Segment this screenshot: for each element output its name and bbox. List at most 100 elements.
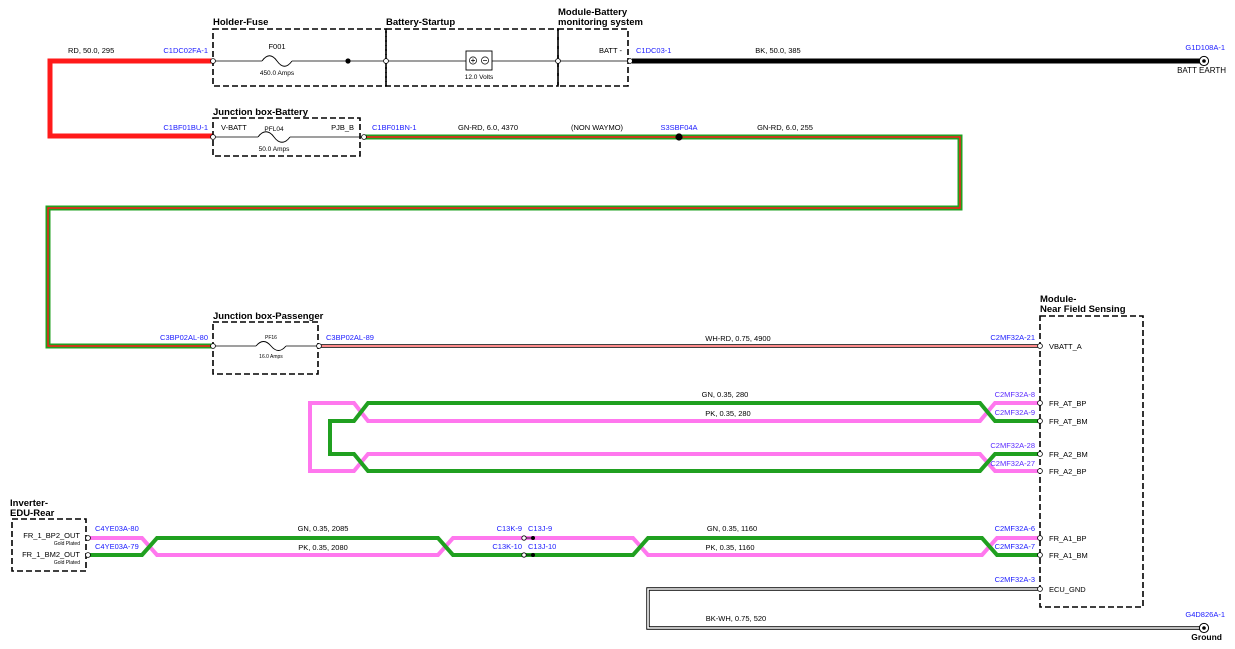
component-boxes [11, 28, 1144, 608]
nfs-box[interactable] [1039, 315, 1144, 608]
pin-c2mf32a-3[interactable] [1037, 586, 1043, 592]
conn-g1d108a-1: G1D108A-1 [1185, 43, 1225, 52]
pin-holder-right[interactable] [383, 58, 389, 64]
wire-gnrd-run-tracer [47, 136, 961, 347]
inline-c13j-9[interactable] [531, 536, 535, 540]
conn-g4d826a-1: G4D826A-1 [1185, 610, 1225, 619]
conn-c13k-9: C13K-9 [497, 524, 522, 533]
wire-label-pk-1160: PK, 0.35, 1160 [705, 543, 754, 552]
holder-fuse-box[interactable] [212, 28, 387, 87]
pin-label-fr-a1-bm: FR_A1_BM [1049, 551, 1088, 560]
wire-gnrd-run [45, 134, 963, 349]
wire-label-gn-1160: GN, 0.35, 1160 [707, 524, 757, 533]
pfl04-label: PFL04 [264, 126, 284, 133]
conn-c1dc03-1: C1DC03-1 [636, 46, 671, 55]
wire-label-gnrd-255: GN-RD, 6.0, 255 [757, 123, 813, 132]
conn-c2mf32a-9: C2MF32A-9 [995, 408, 1035, 417]
pin-c3bp02al-89[interactable] [316, 343, 322, 349]
conn-c13k-10: C13K-10 [492, 542, 522, 551]
pin-label-fr-1-bp2-out: FR_1_BP2_OUT [23, 531, 80, 540]
pin-c1bf01bu-1[interactable] [210, 134, 216, 140]
pin-label-fr-at-bp: FR_AT_BP [1049, 399, 1086, 408]
pin-label-v-batt: V-BATT [221, 123, 247, 132]
pin-label-pjb-b: PJB_B [331, 123, 354, 132]
pin-label-fr-a1-bp: FR_A1_BP [1049, 534, 1087, 543]
holder-fuse-title: Holder-Fuse [213, 17, 268, 28]
conn-c1bf01bu-1: C1BF01BU-1 [163, 123, 208, 132]
pin-c2mf32a-7[interactable] [1037, 552, 1043, 558]
pin-c2mf32a-9[interactable] [1037, 418, 1043, 424]
jb-passenger-box[interactable] [212, 321, 319, 375]
wire-label-bk-50-385: BK, 50.0, 385 [755, 46, 800, 55]
pin-c2mf32a-27[interactable] [1037, 468, 1043, 474]
pin-c2mf32a-28[interactable] [1037, 451, 1043, 457]
pin-label-vbatt-a: VBATT_A [1049, 342, 1082, 351]
wire-label-whrd-4900: WH-RD, 0.75, 4900 [705, 334, 770, 343]
wire-label-rd-50-295: RD, 50.0, 295 [68, 46, 114, 55]
pin-c3bp02al-80[interactable] [210, 343, 216, 349]
inverter-title-1: Inverter- [10, 498, 48, 509]
component-titles: Holder-Fuse Battery-Startup Module-Batte… [10, 7, 1126, 519]
pin-label-fr-1-bm2-out: FR_1_BM2_OUT [22, 550, 80, 559]
splice-dot-s3sbf04a [675, 133, 683, 141]
wire-label-bkwh-520: BK-WH, 0.75, 520 [706, 614, 766, 623]
inline-c13j-10[interactable] [531, 553, 535, 557]
pin-label-ecu-gnd: ECU_GND [1049, 585, 1086, 594]
pf16-label: PF16 [265, 335, 277, 341]
pfl04-fuse-symbol[interactable] [257, 131, 291, 143]
nfs-title-2: Near Field Sensing [1040, 304, 1126, 315]
batt-earth-label: BATT EARTH [1177, 66, 1226, 75]
conn-c13j-9: C13J-9 [528, 524, 552, 533]
wire-label-pk-280: PK, 0.35, 280 [705, 409, 750, 418]
inverter-box[interactable] [11, 518, 87, 572]
grounds: BATT EARTH Ground [1177, 55, 1226, 642]
bms-box[interactable] [557, 28, 629, 87]
battery-startup-title: Battery-Startup [386, 17, 455, 28]
wire-gn-at-a2 [328, 401, 1040, 473]
nfs-title-1: Module- [1040, 294, 1076, 305]
inline-c13k-9[interactable] [521, 535, 527, 541]
pfl04-rating: 50.0 Amps [259, 146, 290, 153]
wire-label-gn-280: GN, 0.35, 280 [702, 390, 749, 399]
connector-labels: C1DC02FA-1 C1DC03-1 G1D108A-1 C1BF01BU-1… [95, 43, 1225, 619]
battery-plus-icon [469, 56, 477, 65]
pin-label-fr-at-bm: FR_AT_BM [1049, 417, 1088, 426]
pin-c2mf32a-6[interactable] [1037, 535, 1043, 541]
pin-c2mf32a-8[interactable] [1037, 400, 1043, 406]
conn-s3sbf04a: S3SBF04A [660, 123, 697, 132]
pin-c2mf32a-21[interactable] [1037, 343, 1043, 349]
ground-label: Ground [1191, 632, 1222, 642]
pf16-fuse-symbol[interactable] [255, 341, 287, 351]
pin-c4ye03a-80[interactable] [85, 535, 91, 541]
wire-pk-at-a2 [308, 401, 1040, 473]
battery-symbol[interactable] [465, 50, 493, 71]
conn-c1dc02fa-1: C1DC02FA-1 [163, 46, 208, 55]
ground-dot [1202, 626, 1206, 630]
bms-title-2: monitoring system [558, 17, 643, 28]
conn-c2mf32a-6: C2MF32A-6 [995, 524, 1035, 533]
conn-c3bp02al-80: C3BP02AL-80 [160, 333, 208, 342]
wire-label-non-waymo: (NON WAYMO) [571, 123, 624, 132]
f001-fuse-symbol[interactable] [261, 55, 293, 67]
wire-labels: RD, 50.0, 295 BK, 50.0, 385 GN-RD, 6.0, … [68, 46, 813, 623]
devices: F001 450.0 Amps 12.0 Volts PFL04 50.0 Am… [255, 42, 683, 360]
wire-label-gn-2085: GN, 0.35, 2085 [298, 524, 349, 533]
f001-rating: 450.0 Amps [260, 70, 295, 77]
pin-labels: BATT - V-BATT PJB_B VBATT_A FR_AT_BP FR_… [22, 46, 1088, 594]
conn-c2mf32a-27: C2MF32A-27 [990, 459, 1035, 468]
conn-c2mf32a-7: C2MF32A-7 [995, 542, 1035, 551]
conn-c2mf32a-21: C2MF32A-21 [990, 333, 1035, 342]
conn-c3bp02al-89: C3BP02AL-89 [326, 333, 374, 342]
inline-c13k-10[interactable] [521, 552, 527, 558]
pin-startup-right[interactable] [555, 58, 561, 64]
wires [45, 58, 1200, 630]
pin-c1bf01bn-1[interactable] [361, 134, 367, 140]
pin-c1dc02fa-1[interactable] [210, 58, 216, 64]
pin-c4ye03a-79[interactable] [85, 552, 91, 558]
wire-rd-main [47, 58, 213, 139]
splice-dot-holder [345, 58, 351, 64]
pin-c1dc03-1[interactable] [627, 58, 633, 64]
wire-label-pk-2080: PK, 0.35, 2080 [298, 543, 348, 552]
pins [85, 58, 1043, 592]
